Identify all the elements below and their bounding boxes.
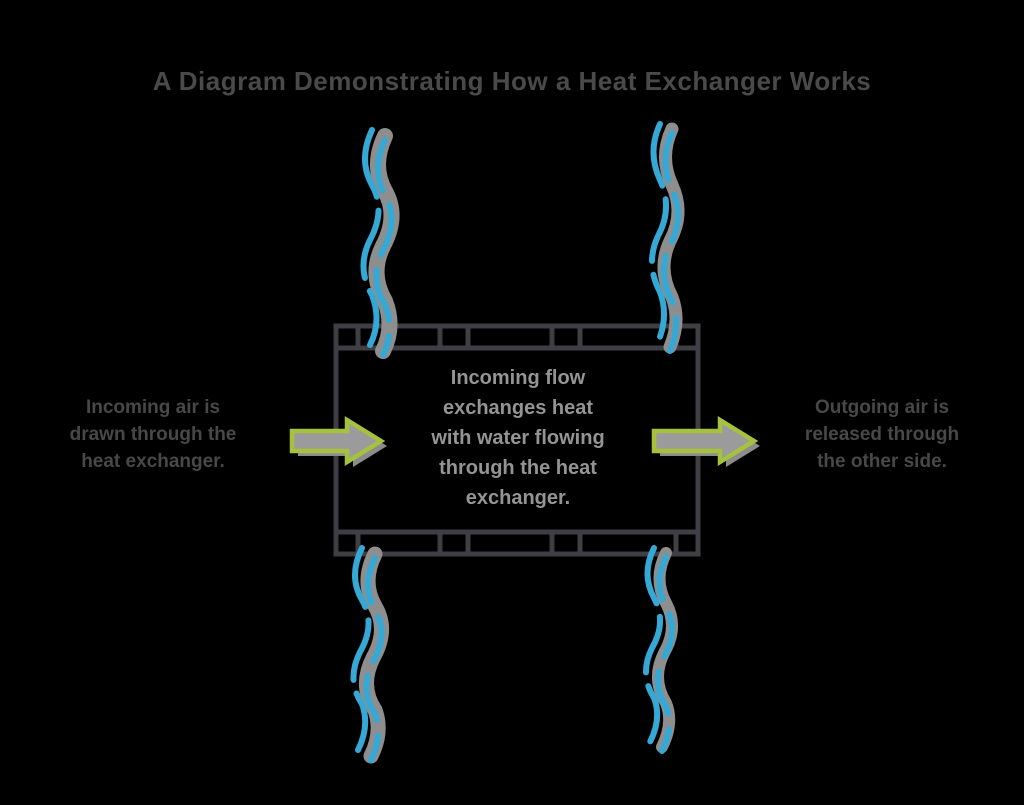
right-flow-label-line-3: the other side.	[817, 451, 947, 472]
water-wave-top-right	[649, 121, 685, 354]
exchanger-description-line-2: exchanges heat	[442, 397, 594, 419]
exchanger-description-line-5: exchanger.	[465, 487, 571, 509]
exchanger-description-line-1: Incoming flow	[450, 367, 586, 389]
left-flow-label-line-1: Incoming air is	[85, 397, 221, 418]
right-flow-label-line-1: Outgoing air is	[814, 397, 950, 418]
water-wave-bottom-left	[350, 545, 389, 764]
water-wave-top-left	[360, 127, 400, 359]
left-flow-label-line-3: heat exchanger.	[81, 451, 225, 472]
diagram-title: A Diagram Demonstrating How a Heat Excha…	[152, 66, 872, 96]
right-flow-label: Outgoing air is released through the oth…	[772, 394, 992, 475]
exchanger-description: Incoming flow exchanges heat with water …	[358, 363, 678, 513]
airflow-arrow-right	[651, 415, 760, 467]
water-wave-bottom-right	[643, 545, 678, 754]
heat-exchanger-core	[333, 323, 701, 557]
exchanger-description-line-4: through the heat	[439, 457, 597, 479]
airflow-arrow-left	[289, 415, 387, 467]
left-flow-label-line-2: drawn through the	[69, 424, 237, 445]
left-flow-label: Incoming air is drawn through the heat e…	[43, 394, 263, 475]
right-flow-label-line-2: released through	[804, 424, 960, 445]
exchanger-description-line-3: with water flowing	[431, 427, 605, 449]
